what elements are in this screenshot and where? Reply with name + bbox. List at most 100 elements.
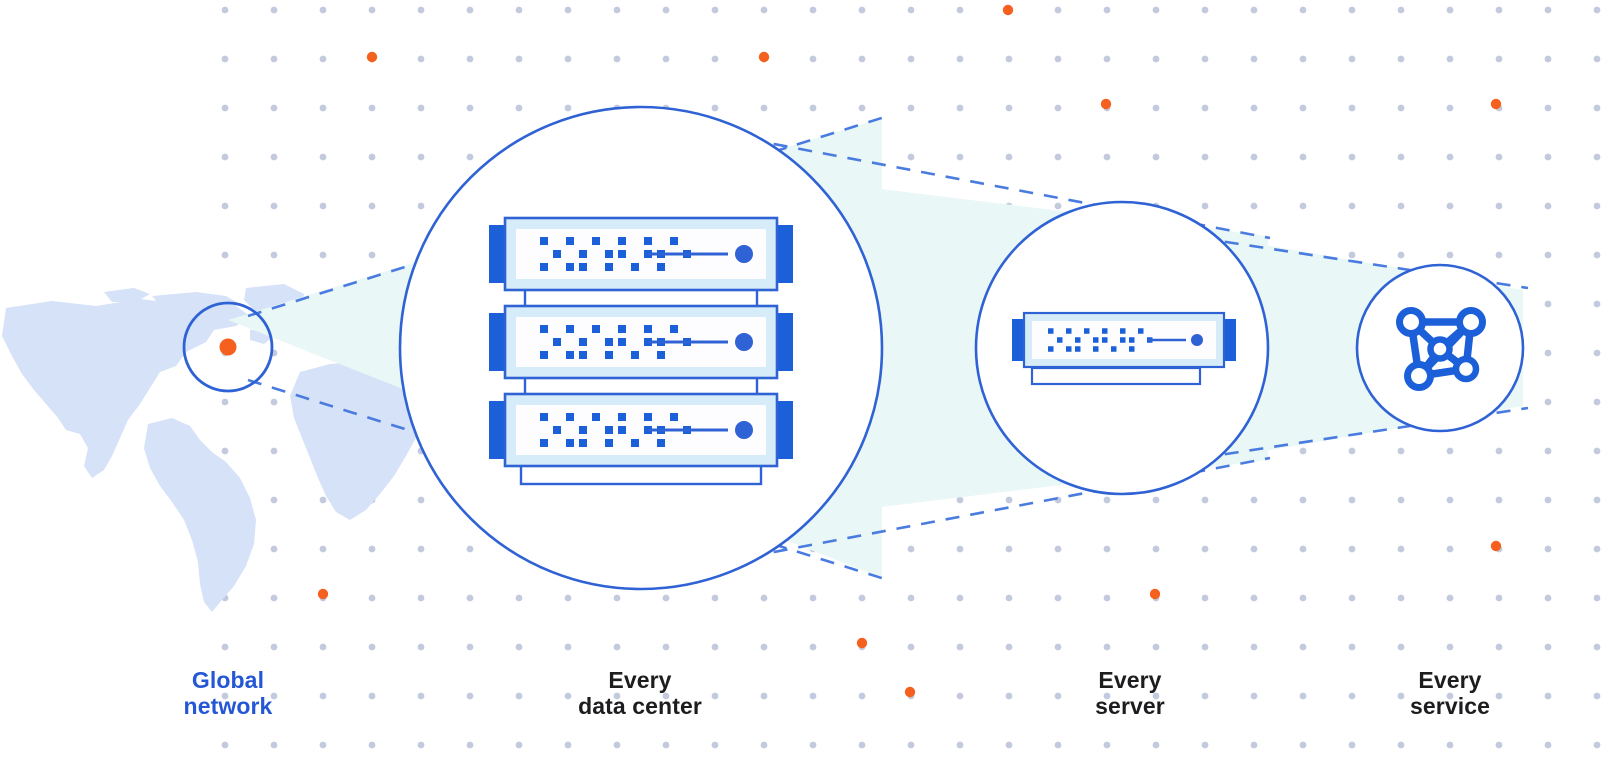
grid-dot (907, 6, 915, 14)
grid-dot (1152, 496, 1160, 504)
grid-dot (368, 202, 376, 210)
grid-dot (1250, 6, 1258, 14)
grid-dot (417, 692, 425, 700)
grid-dot (1446, 447, 1454, 455)
server-indicator-dot (618, 250, 626, 258)
grid-dot (1103, 55, 1111, 63)
grid-dot (1103, 496, 1111, 504)
grid-dot (368, 104, 376, 112)
grid-dot (1348, 545, 1356, 553)
server-unit-2 (489, 304, 793, 380)
grid-dot (1495, 447, 1503, 455)
grid-dot (956, 104, 964, 112)
grid-dot (221, 55, 229, 63)
grid-dot (515, 594, 523, 602)
grid-dot (1544, 545, 1552, 553)
server-indicator-dot (1093, 346, 1099, 352)
grid-dot (1299, 55, 1307, 63)
grid-dot (662, 643, 670, 651)
grid-dot (1544, 104, 1552, 112)
grid-dot (417, 55, 425, 63)
grid-dot-highlight (1490, 540, 1502, 552)
grid-dot (662, 594, 670, 602)
server-indicator-dot (1066, 328, 1072, 334)
grid-dot (1544, 692, 1552, 700)
grid-dot-highlight (1490, 98, 1502, 110)
grid-dot (1348, 496, 1356, 504)
grid-dot (711, 741, 719, 749)
grid-dot (1544, 643, 1552, 651)
grid-dot (319, 202, 327, 210)
grid-dot (1593, 447, 1601, 455)
grid-dot (1103, 643, 1111, 651)
grid-dot (809, 692, 817, 700)
grid-dot (1348, 692, 1356, 700)
grid-dot (466, 6, 474, 14)
globe-marker-dot (219, 338, 237, 356)
grid-dot (319, 496, 327, 504)
grid-dot (907, 594, 915, 602)
server-indicator-dot (1111, 346, 1117, 352)
grid-dot (1152, 6, 1160, 14)
grid-dot (417, 104, 425, 112)
grid-dot (1544, 496, 1552, 504)
grid-dot (760, 692, 768, 700)
grid-dot (956, 496, 964, 504)
grid-dot (1397, 643, 1405, 651)
server-unit-1 (489, 216, 793, 292)
grid-dot (1544, 398, 1552, 406)
server-indicator-dot (566, 237, 574, 245)
grid-dot (1054, 594, 1062, 602)
grid-dot (613, 6, 621, 14)
grid-dot (1348, 594, 1356, 602)
grid-dot (1250, 496, 1258, 504)
grid-dot (564, 692, 572, 700)
server-indicator-dot (618, 325, 626, 333)
grid-dot (907, 545, 915, 553)
grid-dot (956, 741, 964, 749)
server-indicator-dot (644, 413, 652, 421)
grid-dot (662, 55, 670, 63)
grid-dot (319, 153, 327, 161)
grid-dot (1103, 153, 1111, 161)
grid-dot (319, 643, 327, 651)
grid-dot (1201, 594, 1209, 602)
grid-dot (1250, 643, 1258, 651)
grid-dot (760, 643, 768, 651)
grid-dot (1593, 594, 1601, 602)
grid-dot (1299, 545, 1307, 553)
grid-dot (1593, 692, 1601, 700)
grid-dot (1152, 545, 1160, 553)
server-indicator-dot (1102, 328, 1108, 334)
server-indicator-dot (618, 426, 626, 434)
server-indicator-dot (644, 325, 652, 333)
grid-dot (613, 55, 621, 63)
grid-dot (1201, 55, 1209, 63)
grid-dot (1397, 447, 1405, 455)
grid-dot (270, 202, 278, 210)
server-indicator-dot (553, 250, 561, 258)
server-indicator-dot (592, 413, 600, 421)
grid-dot (319, 741, 327, 749)
grid-dot (711, 594, 719, 602)
grid-dot (1299, 594, 1307, 602)
grid-dot (907, 643, 915, 651)
grid-dot (1446, 153, 1454, 161)
grid-dot-highlight (366, 51, 378, 63)
grid-dot (221, 104, 229, 112)
grid-dot (1201, 643, 1209, 651)
grid-dot (809, 6, 817, 14)
grid-dot (1348, 643, 1356, 651)
grid-dot (1299, 692, 1307, 700)
server-status-led (735, 421, 753, 439)
grid-dot (907, 55, 915, 63)
grid-dot (1348, 104, 1356, 112)
grid-dot (221, 692, 229, 700)
server-indicator-dot (566, 413, 574, 421)
grid-dot (1005, 594, 1013, 602)
grid-dot (907, 153, 915, 161)
grid-dot (956, 692, 964, 700)
grid-dot (270, 594, 278, 602)
server-status-led (1191, 334, 1203, 346)
grid-dot (417, 545, 425, 553)
